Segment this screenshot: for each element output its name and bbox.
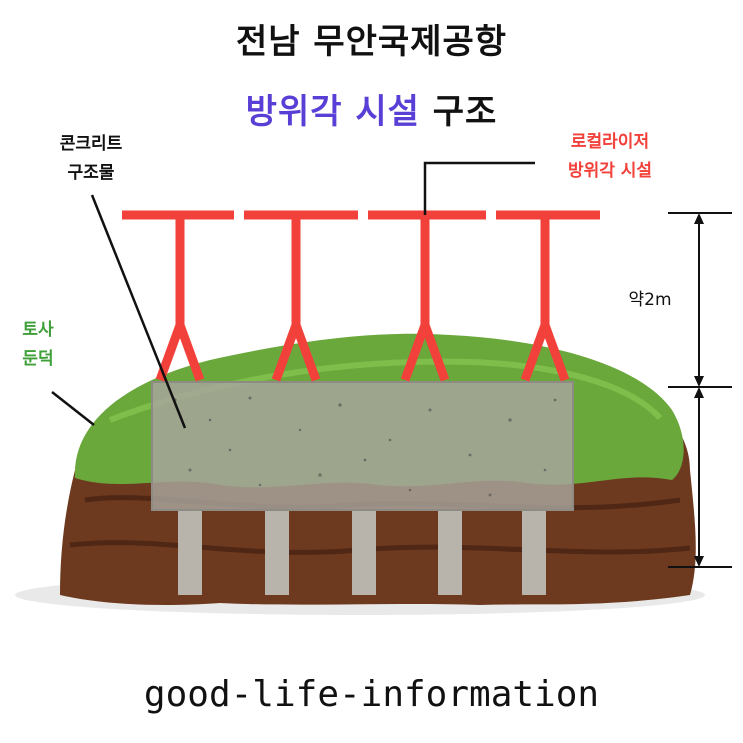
antenna-4	[520, 215, 570, 382]
height-label: 약2m	[628, 290, 672, 310]
footer-watermark: good-life-information	[143, 674, 600, 715]
berm-label: 토사 둔덕	[22, 320, 54, 369]
antenna-3	[400, 215, 450, 382]
berm-leader-line	[51, 391, 95, 426]
title-rest: 구조	[432, 92, 498, 132]
localizer-label: 로컬라이저 방위각 시설	[567, 132, 653, 181]
concrete-structure	[151, 381, 574, 511]
title-line-1: 전남 무안국제공항	[235, 22, 508, 62]
concrete-label: 콘크리트 구조물	[59, 134, 123, 183]
localizer-leader-line	[423, 161, 535, 215]
concrete-leader-line	[90, 194, 187, 429]
title-line-2: 방위각 시설 구조	[0, 84, 743, 133]
foundation-pillars	[178, 510, 546, 595]
antenna-1	[155, 215, 205, 382]
title-highlight: 방위각 시설	[245, 92, 420, 132]
height-dimension	[668, 212, 732, 568]
antenna-2	[271, 215, 321, 382]
